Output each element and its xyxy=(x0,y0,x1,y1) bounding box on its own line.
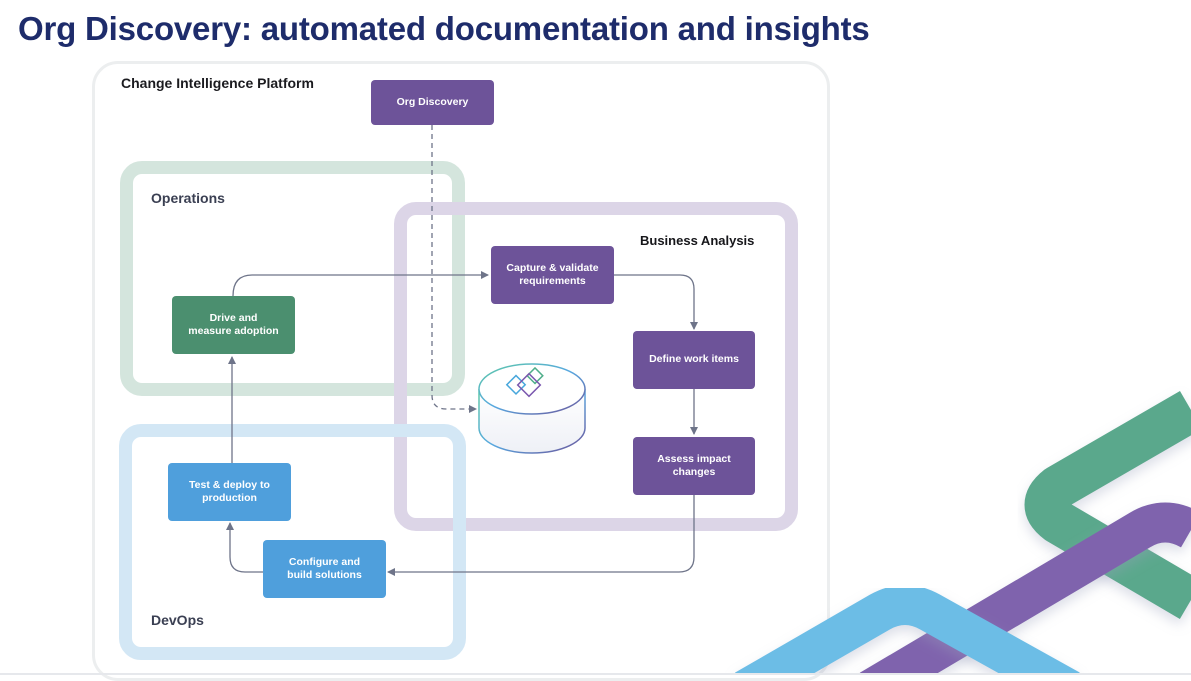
org-discovery-node[interactable]: Org Discovery xyxy=(371,80,494,125)
configure-build-node[interactable]: Configure and build solutions xyxy=(263,540,386,598)
assess-impact-node[interactable]: Assess impact changes xyxy=(633,437,755,495)
test-deploy-node[interactable]: Test & deploy to production xyxy=(168,463,291,521)
capture-requirements-node[interactable]: Capture & validate requirements xyxy=(491,246,614,304)
define-work-items-node[interactable]: Define work items xyxy=(633,331,755,389)
drive-adoption-node[interactable]: Drive and measure adoption xyxy=(172,296,295,354)
